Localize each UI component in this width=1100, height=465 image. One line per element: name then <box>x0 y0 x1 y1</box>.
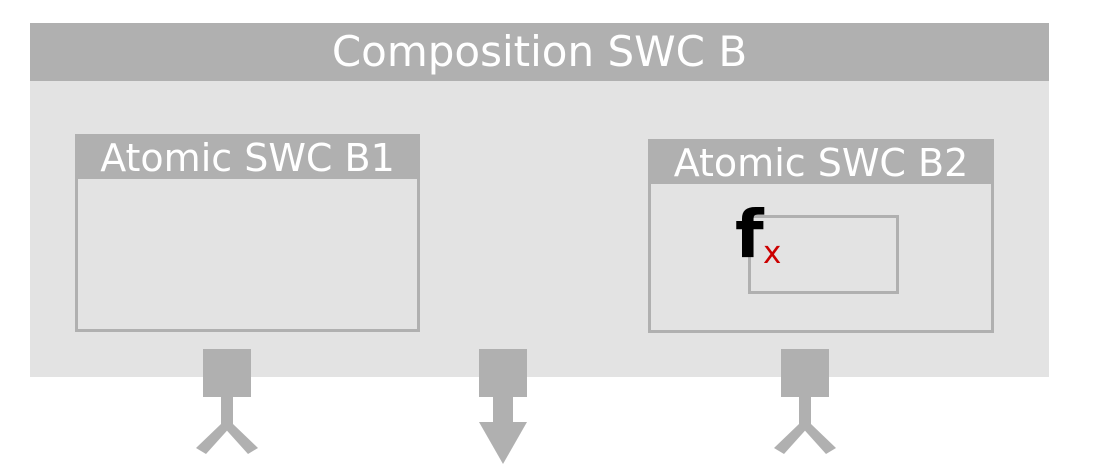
function-subscript: x <box>763 235 782 271</box>
composition-title: Composition SWC B <box>30 23 1049 81</box>
function-box <box>748 215 899 294</box>
atomic-swc-b2: Atomic SWC B2 <box>648 139 994 333</box>
receiver-port-icon <box>196 349 258 454</box>
atomic-swc-b1: Atomic SWC B1 <box>75 134 420 332</box>
composition-swc-b: Composition SWC B Atomic SWC B1 Atomic S… <box>30 23 1049 377</box>
function-symbol: f <box>735 196 764 273</box>
receiver-port-icon <box>774 349 836 454</box>
atomic-swc-b1-title: Atomic SWC B1 <box>78 137 417 179</box>
sender-port-icon <box>479 349 527 464</box>
atomic-swc-b2-title: Atomic SWC B2 <box>651 142 991 184</box>
